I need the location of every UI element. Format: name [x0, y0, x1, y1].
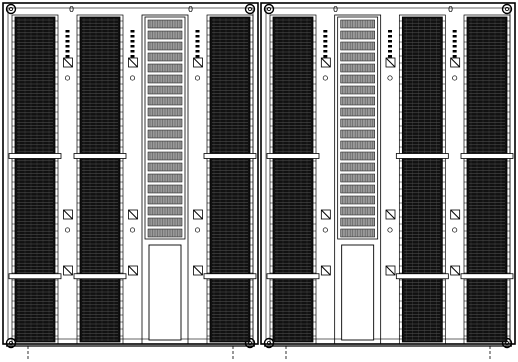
mounting-hole-icon: [263, 3, 275, 15]
terminal-marker: [65, 35, 70, 38]
terminal-marker: [452, 35, 457, 38]
terminal-marker: [452, 40, 457, 43]
diagonal-bracket-icon: [320, 209, 331, 220]
terminal-marker: [452, 30, 457, 33]
diagonal-bracket-icon: [128, 209, 138, 220]
mounting-hole-icon: [64, 227, 71, 233]
top-label-left-2: 0: [188, 5, 193, 14]
terminal-marker: [323, 45, 328, 48]
mounting-hole-icon: [322, 75, 328, 81]
terminal-marker: [130, 55, 135, 58]
diagonal-bracket-icon: [193, 57, 203, 68]
diagonal-bracket-icon: [450, 209, 461, 220]
terminal-marker: [388, 40, 392, 43]
terminal-marker: [452, 55, 457, 58]
mounting-hole-icon: [194, 227, 201, 233]
terminal-marker: [388, 45, 392, 48]
terminal-marker: [195, 30, 200, 33]
mounting-hole-icon: [244, 3, 256, 15]
terminal-marker: [323, 50, 328, 53]
terminal-marker: [65, 30, 70, 33]
terminal-marker: [388, 55, 392, 58]
terminal-marker: [388, 50, 392, 53]
terminal-marker: [65, 40, 70, 43]
terminal-marker: [323, 30, 328, 33]
mounting-hole-icon: [194, 75, 201, 81]
diagonal-bracket-icon: [63, 265, 73, 276]
terminal-marker: [323, 40, 328, 43]
mounting-hole-icon: [387, 75, 393, 81]
terminal-marker: [195, 45, 200, 48]
mounting-hole-icon: [129, 75, 136, 81]
mounting-hole-icon: [452, 75, 458, 81]
terminal-marker: [195, 35, 200, 38]
mounting-hole-icon: [5, 337, 17, 349]
diagonal-bracket-icon: [450, 57, 461, 68]
patch-panel-module-2: [141, 14, 189, 345]
punch-block-module-0: [266, 14, 320, 345]
terminal-marker: [130, 40, 135, 43]
terminal-marker: [195, 55, 200, 58]
terminal-marker: [323, 35, 328, 38]
diagonal-bracket-icon: [193, 209, 203, 220]
punch-block-module-0: [8, 14, 62, 345]
mounting-hole-icon: [452, 227, 458, 233]
mounting-hole-icon: [322, 227, 328, 233]
top-label-left-1: 0: [69, 5, 74, 14]
top-label-right-2: 0: [448, 5, 453, 14]
terminal-marker: [65, 45, 70, 48]
diagonal-bracket-icon: [320, 57, 331, 68]
terminal-marker: [452, 45, 457, 48]
terminal-marker: [130, 30, 135, 33]
terminal-marker: [65, 55, 70, 58]
patch-panel-module-1: [334, 14, 382, 345]
mounting-hole-icon: [501, 3, 513, 15]
punch-block-module-3: [460, 14, 514, 345]
terminal-marker: [452, 50, 457, 53]
diagonal-bracket-icon: [128, 265, 138, 276]
diagonal-bracket-icon: [450, 265, 461, 276]
diagonal-bracket-icon: [320, 265, 331, 276]
punch-block-module-2: [395, 14, 449, 345]
diagonal-bracket-icon: [63, 57, 73, 68]
top-label-right-1: 0: [333, 5, 338, 14]
mounting-hole-icon: [129, 227, 136, 233]
diagonal-bracket-icon: [63, 209, 73, 220]
terminal-marker: [195, 50, 200, 53]
diagonal-bracket-icon: [385, 57, 396, 68]
diagonal-bracket-icon: [385, 265, 396, 276]
terminal-marker: [130, 50, 135, 53]
terminal-marker: [195, 40, 200, 43]
punch-block-module-1: [73, 14, 127, 345]
mounting-hole-icon: [64, 75, 71, 81]
diagonal-bracket-icon: [385, 209, 396, 220]
terminal-marker: [130, 45, 135, 48]
diagonal-bracket-icon: [128, 57, 138, 68]
mounting-hole-icon: [5, 3, 17, 15]
terminal-marker: [388, 35, 392, 38]
mounting-hole-icon: [387, 227, 393, 233]
terminal-marker: [130, 35, 135, 38]
right-cabinet: [260, 2, 516, 360]
diagonal-bracket-icon: [193, 265, 203, 276]
terminal-marker: [388, 30, 392, 33]
punch-block-module-3: [203, 14, 257, 345]
mounting-hole-icon: [263, 337, 275, 349]
terminal-marker: [323, 55, 328, 58]
terminal-marker: [65, 50, 70, 53]
left-cabinet: [2, 2, 259, 360]
